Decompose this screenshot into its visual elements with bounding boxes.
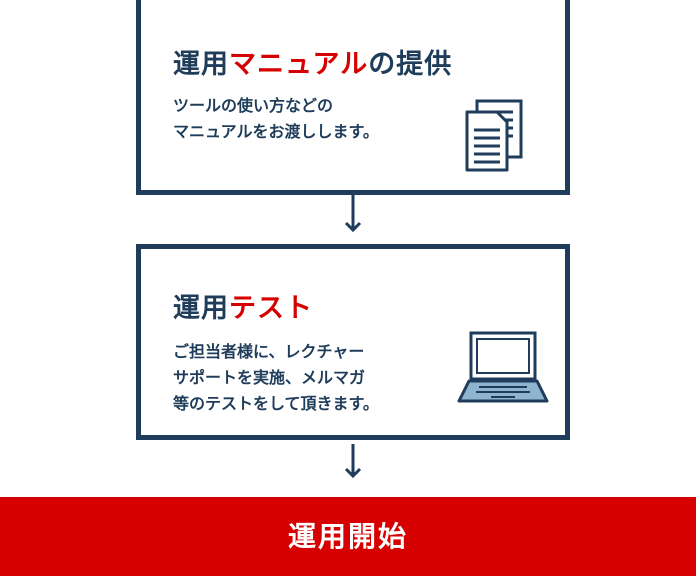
final-step-banner: 運用開始 (0, 497, 696, 576)
final-step-label: 運用開始 (287, 519, 408, 553)
step-manual-desc-line-1: ツールの使い方などの (173, 96, 334, 115)
laptop-icon (457, 331, 549, 403)
step-test-box: 運用テスト ご担当者様に、レクチャー サポートを実施、メルマガ 等のテストをして… (136, 244, 570, 440)
step-test-title: 運用テスト (173, 286, 313, 325)
step-test-desc-line-3: 等のテストをして頂きます。 (173, 394, 379, 413)
step-test-desc-line-2: サポートを実施、メルマガ (173, 368, 366, 387)
step-test-title-prefix: 運用 (173, 293, 229, 324)
arrow-down-icon (344, 194, 362, 233)
step-manual-title-prefix: 運用 (173, 49, 229, 80)
step-manual-title-accent: マニュアル (229, 49, 369, 80)
step-manual-title: 運用マニュアルの提供 (173, 42, 452, 81)
step-manual-description: ツールの使い方などの マニュアルをお渡しします。 (173, 93, 379, 145)
arrow-down-icon (344, 444, 362, 479)
step-manual-box: 運用マニュアルの提供 ツールの使い方などの マニュアルをお渡しします。 (136, 0, 570, 195)
step-test-desc-line-1: ご担当者様に、レクチャー (173, 342, 365, 361)
step-manual-title-suffix: の提供 (368, 49, 453, 80)
step-test-description: ご担当者様に、レクチャー サポートを実施、メルマガ 等のテストをして頂きます。 (173, 339, 379, 417)
step-test-title-accent: テスト (229, 293, 313, 324)
step-manual-desc-line-2: マニュアルをお渡しします。 (173, 122, 379, 141)
documents-icon (465, 99, 523, 172)
